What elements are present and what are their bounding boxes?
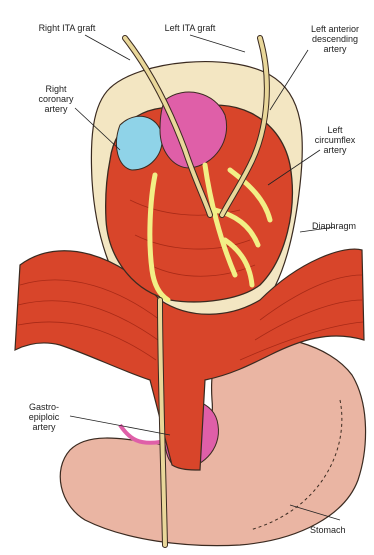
label-stomach: Stomach [310,525,370,535]
label-lad: Left anterior descending artery [300,24,370,54]
label-right-coronary: Right coronary artery [28,84,84,114]
label-gastroepiploic: Gastro- epiploic artery [16,402,72,432]
label-left-circumflex: Left circumflex artery [305,125,365,155]
label-diaphragm: Diaphragm [312,221,372,231]
label-left-ita-graft: Left ITA graft [150,23,230,33]
label-right-ita-graft: Right ITA graft [22,23,112,33]
